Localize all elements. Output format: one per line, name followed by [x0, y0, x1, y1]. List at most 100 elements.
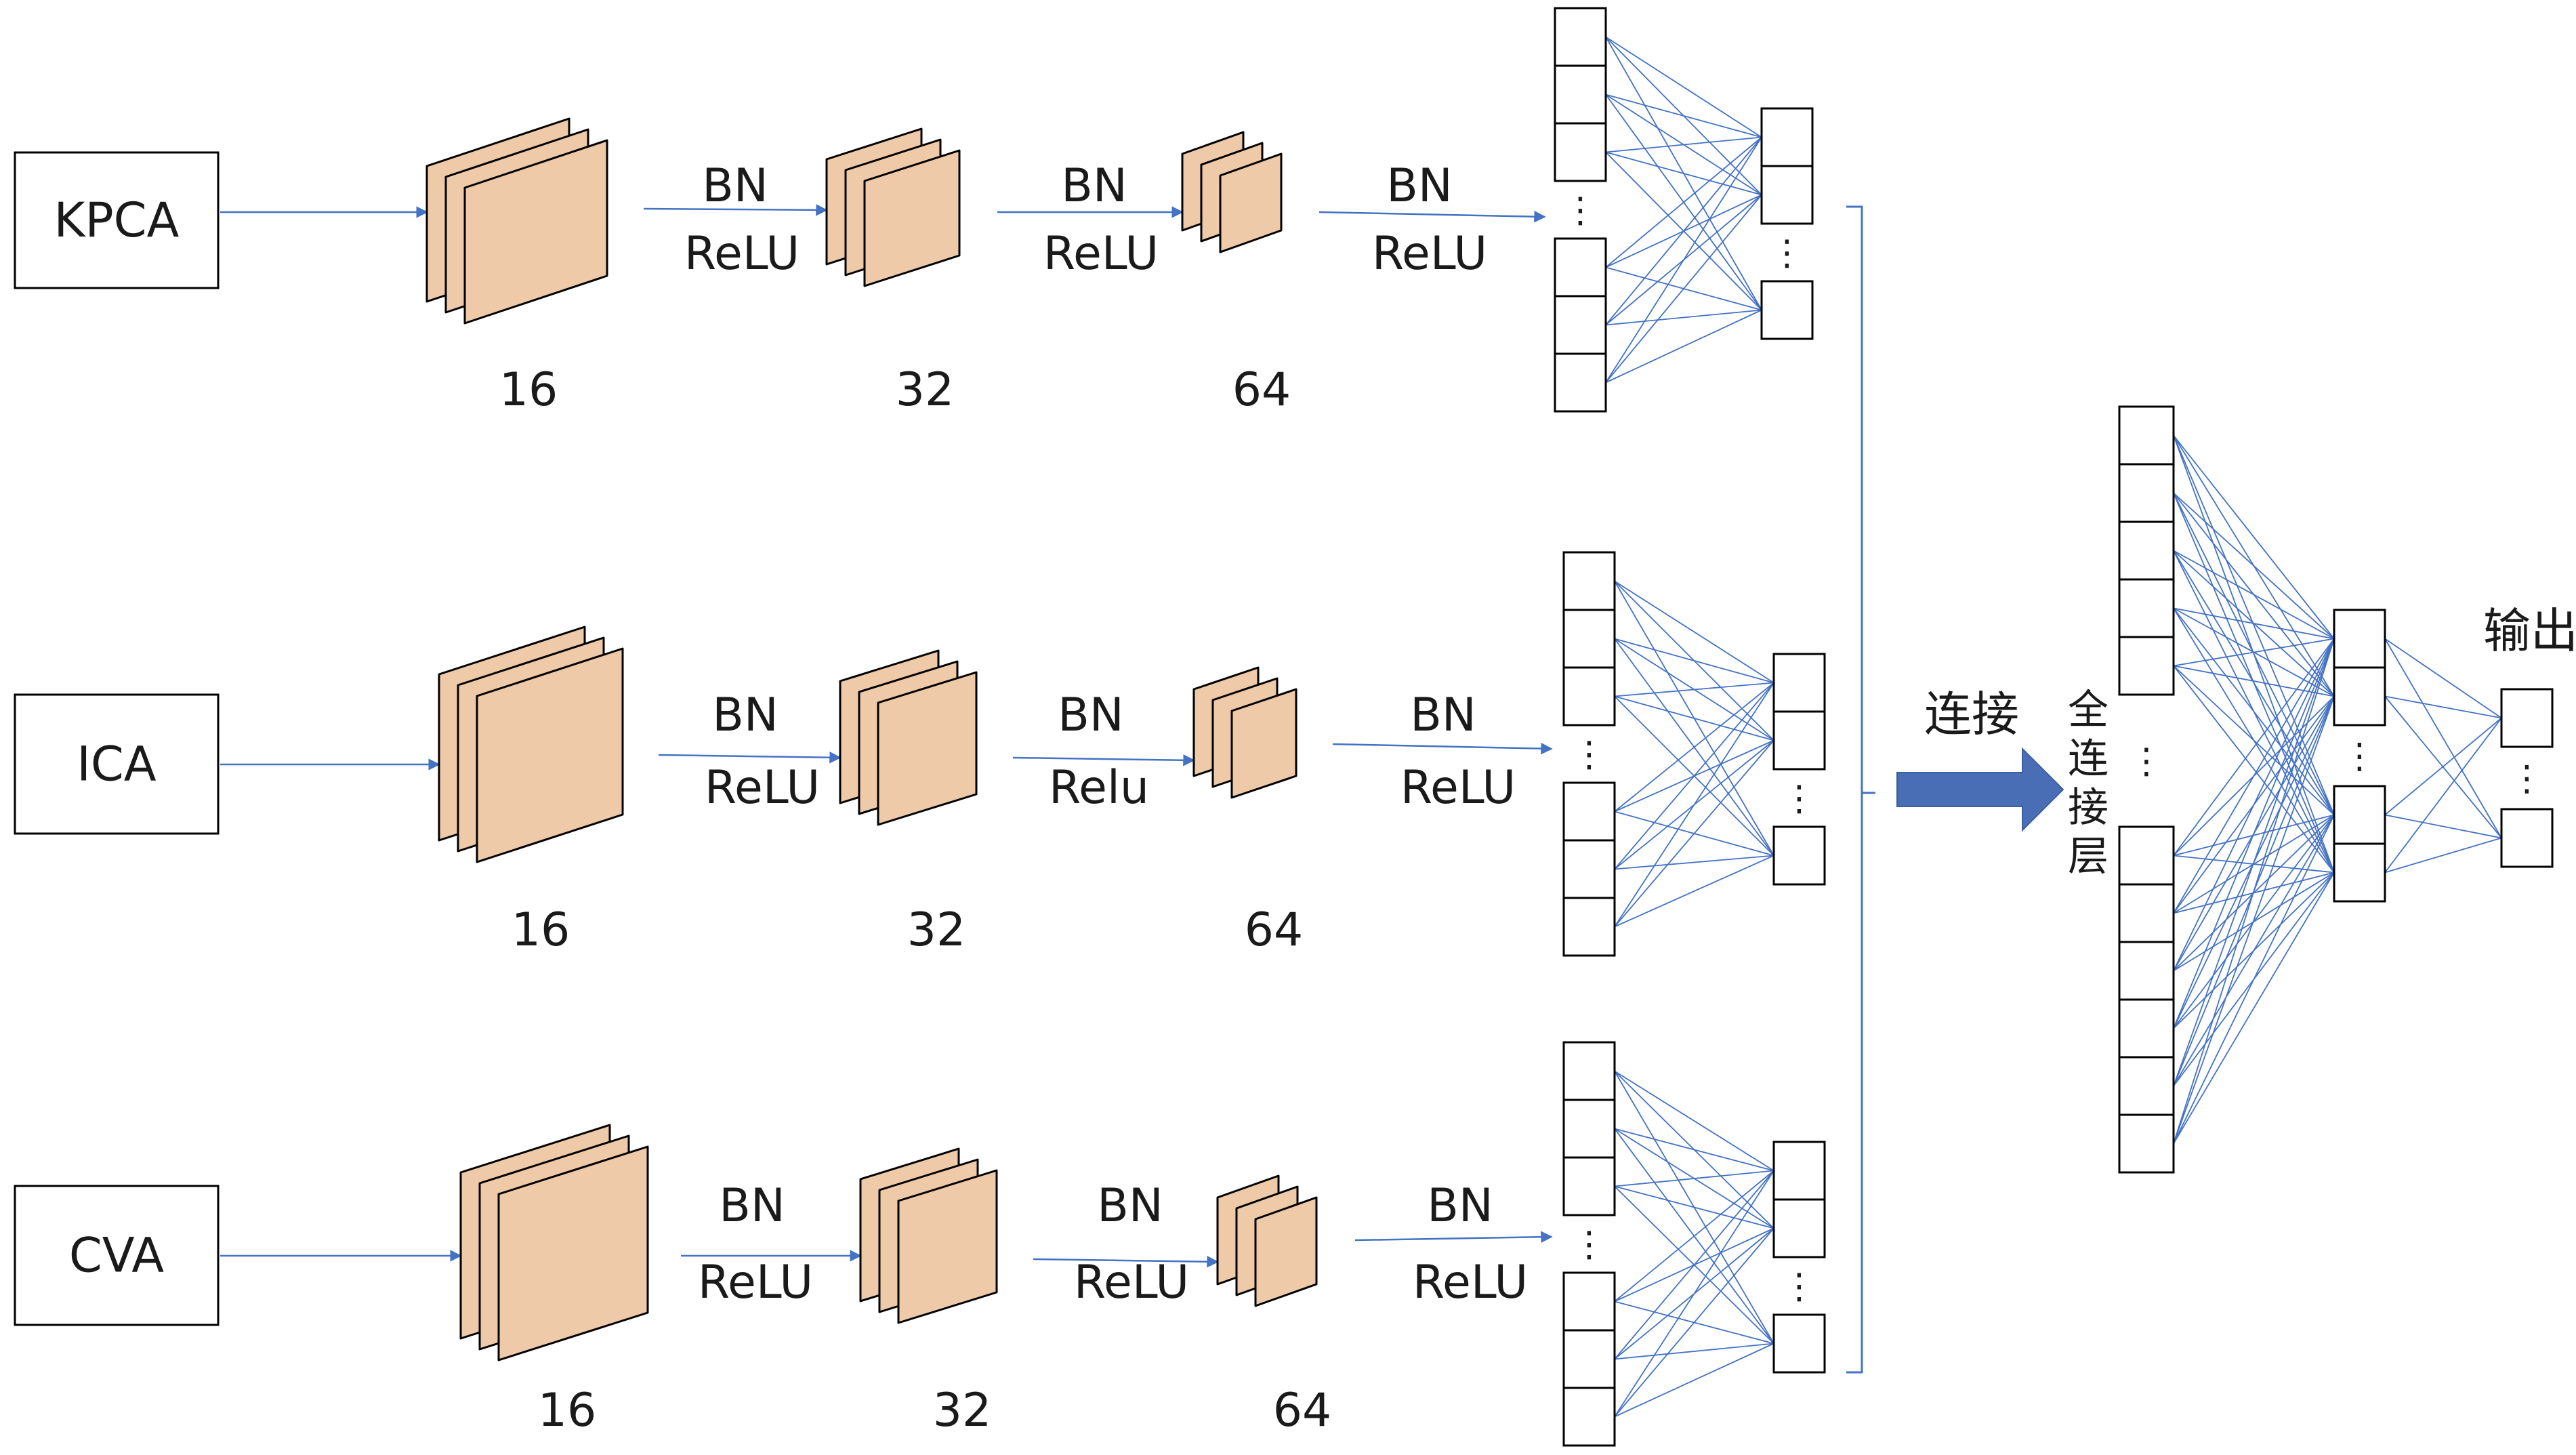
dense-hidden-column-cell [1772, 710, 1826, 771]
ellipsis-dots: ⋮ [1563, 190, 1598, 231]
dense-connection [1614, 1343, 1774, 1360]
input-label: KPCA [54, 192, 180, 248]
channel-count-label: 16 [512, 903, 570, 957]
dense-connection [1614, 1170, 1774, 1360]
feature-map-stack-16 [459, 1124, 649, 1361]
dense-input-column-cell [1554, 295, 1607, 355]
shapes-layer [14, 7, 2554, 1447]
dense-hidden-column-cell [1772, 1313, 1826, 1374]
channel-count-label: 32 [896, 363, 955, 417]
dense-hidden-column-cell [1760, 165, 1814, 225]
dense-input-column-cell [1562, 1041, 1616, 1101]
dense-connection [1614, 682, 1774, 697]
flow-arrow [1318, 210, 1546, 223]
activation-label: ReLU [1372, 227, 1487, 281]
fc-connection [2173, 638, 2335, 1144]
dense-connection [1605, 36, 1762, 138]
dense-connection [1605, 309, 1762, 326]
fc-input-column-cell [2118, 405, 2175, 466]
dense-connection [1614, 1343, 1774, 1418]
channel-count-label: 16 [499, 363, 558, 417]
dense-hidden-column-cell [1772, 653, 1826, 713]
channel-count-label: 64 [1245, 903, 1304, 957]
dense-input-column-cell [1554, 64, 1607, 125]
feature-map-sheet [897, 1169, 998, 1324]
feature-map-sheet [877, 671, 978, 826]
fc-hidden-column-cell [2333, 609, 2386, 669]
dense-connection [1605, 94, 1762, 138]
input-label: CVA [69, 1228, 164, 1284]
fc-connection [2173, 815, 2335, 1086]
feature-map-sheet [863, 149, 961, 287]
dense-input-column-cell [1562, 666, 1616, 726]
flow-arrow [1033, 1256, 1219, 1268]
fc-connection [2173, 872, 2335, 1144]
flow-arrow [643, 204, 828, 216]
activation-label: ReLU [1400, 761, 1516, 815]
fc-layer-label-char: 层 [2068, 833, 2108, 880]
feature-map-sheet [1219, 152, 1283, 253]
dense-connection [1614, 682, 1774, 813]
flow-arrow [1012, 754, 1195, 766]
fc-connection [2173, 492, 2335, 640]
activation-label: ReLU [698, 1256, 813, 1309]
ellipsis-dots: ⋮ [2342, 736, 2377, 777]
fc-hidden-column-cell [2333, 842, 2386, 903]
output-label: 输出 [2483, 603, 2576, 659]
dense-connection [1614, 1070, 1774, 1172]
feature-map-stack-64 [1181, 131, 1283, 253]
dense-connection [1614, 1185, 1774, 1229]
fc-input-column-cell [2118, 520, 2175, 581]
input-box-cva [14, 1185, 220, 1326]
dense-hidden-column-cell [1760, 107, 1814, 167]
fc-input-column-cell [2118, 578, 2175, 638]
dense-input-column-cell [1562, 897, 1616, 957]
fc-input-column-cell [2118, 463, 2175, 523]
ellipsis-dots: ⋮ [1572, 1225, 1607, 1265]
dense-connection [1605, 194, 1762, 384]
activation-label: ReLU [1043, 227, 1159, 281]
dense-input-column-cell [1562, 609, 1616, 669]
fc-input-column-cell [2118, 636, 2175, 696]
dense-connection [1605, 136, 1762, 268]
dense-connection [1614, 855, 1774, 928]
activation-label: Relu [1049, 761, 1149, 815]
fc-connection [2173, 665, 2335, 816]
activation-label: ReLU [1413, 1256, 1528, 1309]
bn-label: BN [712, 689, 778, 742]
bn-label: BN [1058, 689, 1124, 742]
fc-connection [2173, 607, 2335, 816]
dense-connection [1614, 580, 1774, 684]
fc-connection [2173, 638, 2335, 914]
bn-label: BN [1427, 1179, 1493, 1233]
dense-connection [1614, 855, 1774, 870]
ellipsis-dots: ⋮ [1572, 735, 1607, 775]
fc-connection [2173, 638, 2335, 1086]
dense-connection [1614, 739, 1774, 928]
feature-map-sheet [497, 1145, 649, 1361]
feature-map-stack-32 [839, 649, 978, 826]
flow-arrow [658, 752, 842, 764]
flow-arrow [1332, 742, 1553, 755]
fc-input-column-cell [2118, 998, 2175, 1059]
channel-count-label: 32 [907, 903, 966, 957]
ellipsis-dots: ⋮ [2129, 741, 2164, 782]
fc-connection [2173, 665, 2335, 697]
ellipsis-dots: ⋮ [2510, 758, 2545, 799]
feature-map-stack-64 [1216, 1174, 1318, 1307]
dense-connection [1614, 1170, 1774, 1417]
dense-connection [1605, 137, 1762, 383]
fc-connection [2173, 638, 2335, 667]
feature-map-sheet [1230, 688, 1297, 799]
input-box-kpca [14, 151, 220, 289]
fc-connection [2173, 665, 2335, 874]
activation-label: ReLU [684, 227, 799, 281]
bn-label: BN [1410, 689, 1476, 742]
dense-input-column-cell [1562, 781, 1616, 842]
dense-connection [1605, 151, 1762, 196]
channel-count-label: 64 [1232, 363, 1291, 417]
fc-layer-label-char: 接 [2068, 784, 2108, 832]
fc-input-column-cell [2118, 883, 2175, 943]
